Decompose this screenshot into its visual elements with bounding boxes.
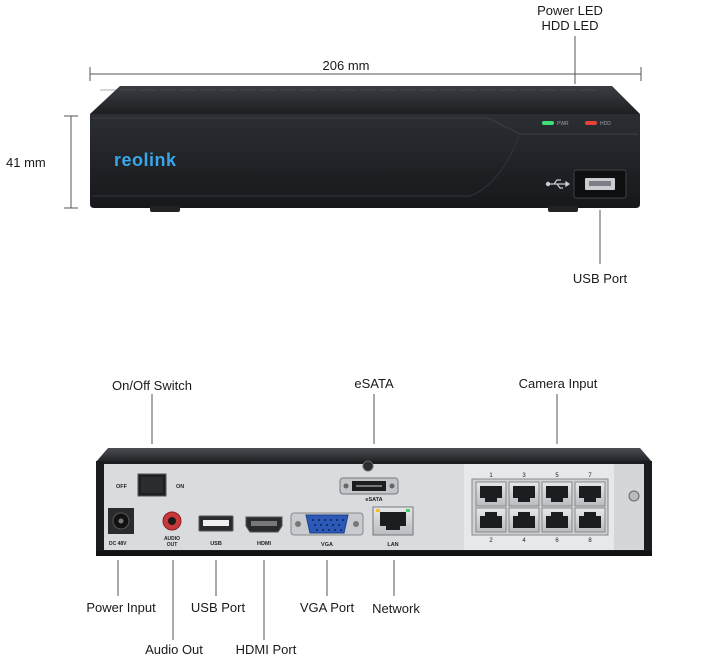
pwr-led: [542, 121, 554, 125]
hdd-led: [585, 121, 597, 125]
audio-out-callout: Audio Out: [145, 642, 203, 657]
poe-port-3: [508, 481, 540, 507]
esata-port: [339, 477, 399, 495]
port-num-8: 8: [588, 538, 592, 544]
off-label: OFF: [116, 484, 128, 490]
port-num-5: 5: [555, 473, 559, 479]
poe-port-5: [541, 481, 573, 507]
port-num-6: 6: [555, 538, 559, 544]
network-callout: Network: [372, 601, 420, 616]
vga-label: VGA: [321, 542, 333, 548]
usb-port-callout: USB Port: [190, 600, 246, 615]
usb-icon: [545, 179, 571, 189]
port-num-1: 1: [489, 473, 493, 479]
esata-callout: eSATA: [354, 376, 394, 391]
switch-callout: On/Off Switch: [112, 378, 192, 393]
height-label: 41 mm: [6, 155, 46, 170]
port-num-2: 2: [489, 538, 493, 544]
port-num-3: 3: [522, 473, 526, 479]
vga-port-callout: VGA Port: [299, 600, 355, 615]
back-unit: [96, 448, 652, 556]
lan-port: [372, 506, 414, 536]
dc-label: DC 48V: [109, 541, 127, 547]
poe-port-4: [508, 507, 540, 533]
port-num-4: 4: [522, 538, 526, 544]
hdmi-label: HDMI: [257, 541, 272, 547]
poe-port-2: [475, 507, 507, 533]
brand-logo: reolink: [114, 150, 177, 170]
power-input-callout: Power Input: [86, 600, 156, 615]
width-label: 206 mm: [322, 58, 370, 73]
poe-port-8: [574, 507, 606, 533]
pwr-led-label: PWR: [557, 121, 569, 127]
height-dimension: [64, 115, 78, 209]
front-usb-callout: USB Port: [572, 271, 628, 286]
hdd-led-callout: HDD LED: [541, 18, 599, 33]
front-unit: [90, 86, 640, 264]
on-label: ON: [176, 484, 184, 490]
camera-input-callout: Camera Input: [518, 376, 598, 391]
lan-label: LAN: [387, 542, 398, 548]
audio-label-1: AUDIO: [164, 536, 180, 542]
usb-label: USB: [210, 541, 222, 547]
width-dimension: [89, 67, 642, 81]
poe-port-6: [541, 507, 573, 533]
hdmi-port-callout: HDMI Port: [235, 642, 297, 657]
camera-input-ports: [471, 478, 609, 536]
vga-port: [290, 512, 364, 536]
hdd-led-label: HDD: [600, 121, 611, 127]
poe-port-1: [475, 481, 507, 507]
port-num-7: 7: [588, 473, 592, 479]
esata-label: eSATA: [365, 497, 382, 503]
audio-label-2: OUT: [167, 542, 178, 548]
poe-port-7: [574, 481, 606, 507]
power-led-callout: Power LED: [537, 3, 603, 18]
